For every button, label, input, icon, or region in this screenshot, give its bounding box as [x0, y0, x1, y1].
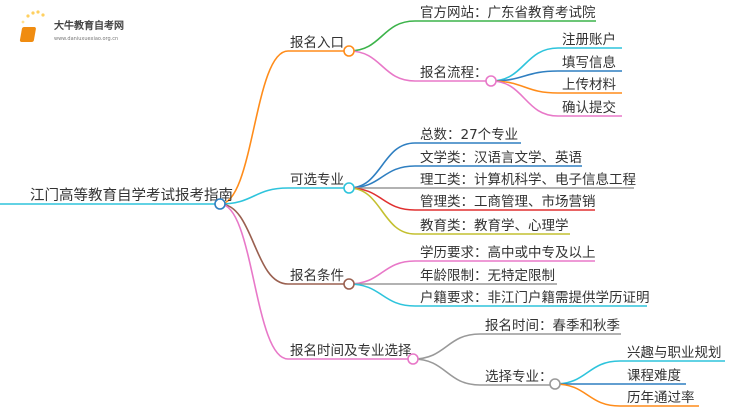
node-literature[interactable]: 文学类：汉语言文学、英语: [420, 149, 582, 166]
node-management[interactable]: 管理类：工商管理、市场营销: [420, 193, 596, 210]
connector-line: [348, 165, 582, 189]
collapse-toggle[interactable]: [485, 75, 497, 87]
branch-majors[interactable]: 可选专业: [290, 172, 344, 188]
connector-line: [490, 80, 622, 117]
connector-line: [219, 203, 408, 360]
logo-dot: [26, 14, 30, 18]
node-upload-materials[interactable]: 上传材料: [562, 77, 616, 93]
node-education[interactable]: 教育类：教育学、心理学: [420, 218, 569, 234]
edges: [0, 20, 725, 407]
logo-name: 大牛教育自考网: [54, 19, 124, 32]
node-register-account[interactable]: 注册账户: [562, 31, 616, 48]
node-education-requirement[interactable]: 学历要求：高中或中专及以上: [420, 244, 596, 261]
connector-line: [348, 260, 595, 285]
logo-dot: [21, 20, 25, 24]
node-course-difficulty[interactable]: 课程难度: [627, 368, 681, 384]
root-node-label[interactable]: 江门高等教育自学考试报考指南: [30, 186, 233, 204]
branch-registration-entry[interactable]: 报名入口: [290, 35, 344, 51]
connector-line: [412, 333, 621, 360]
node-age-limit[interactable]: 年龄限制：无特定限制: [420, 268, 555, 284]
node-science-engineering[interactable]: 理工类：计算机科学、电子信息工程: [420, 171, 636, 188]
connector-line: [348, 50, 486, 82]
connector-line: [219, 50, 344, 205]
logo-dot: [41, 13, 45, 17]
book-icon: [19, 27, 36, 42]
node-interest-career[interactable]: 兴趣与职业规划: [627, 345, 722, 361]
logo-dot: [36, 10, 40, 14]
connector-line: [348, 187, 570, 235]
node-fill-info[interactable]: 填写信息: [562, 54, 616, 71]
connector-line: [412, 358, 550, 386]
collapse-toggle[interactable]: [214, 198, 226, 210]
branch-conditions[interactable]: 报名条件: [290, 267, 344, 284]
collapse-toggle[interactable]: [549, 378, 561, 390]
logo-url: www.daniuxuexiao.org.cn: [54, 36, 118, 42]
node-confirm-submit[interactable]: 确认提交: [562, 99, 616, 116]
node-choose-major[interactable]: 选择专业：: [485, 369, 553, 385]
connector-line: [490, 47, 622, 82]
collapse-toggle[interactable]: [343, 182, 355, 194]
logo: 大牛教育自考网 www.daniuxuexiao.org.cn: [19, 10, 124, 42]
node-household-requirement[interactable]: 户籍要求：非江门户籍需提供学历证明: [420, 289, 650, 306]
logo-dot: [31, 11, 35, 15]
connector-line: [554, 383, 699, 407]
node-pass-rate[interactable]: 历年通过率: [627, 389, 695, 406]
collapse-toggle[interactable]: [343, 278, 355, 290]
node-registration-time[interactable]: 报名时间：春季和秋季: [485, 318, 620, 334]
node-total-majors[interactable]: 总数：27个专业: [420, 127, 518, 143]
connector-line: [348, 283, 647, 307]
collapse-knobs: [214, 45, 561, 390]
collapse-toggle[interactable]: [343, 45, 355, 57]
branch-time-and-selection[interactable]: 报名时间及专业选择: [290, 343, 412, 359]
connector-line: [348, 142, 521, 189]
connector-line: [554, 360, 725, 385]
connector-line: [219, 187, 344, 205]
collapse-toggle[interactable]: [407, 353, 419, 365]
connector-line: [348, 20, 596, 52]
connector-line: [219, 203, 344, 285]
node-official-site[interactable]: 官方网站：广东省教育考试院: [420, 5, 596, 21]
node-registration-process[interactable]: 报名流程：: [420, 65, 488, 81]
